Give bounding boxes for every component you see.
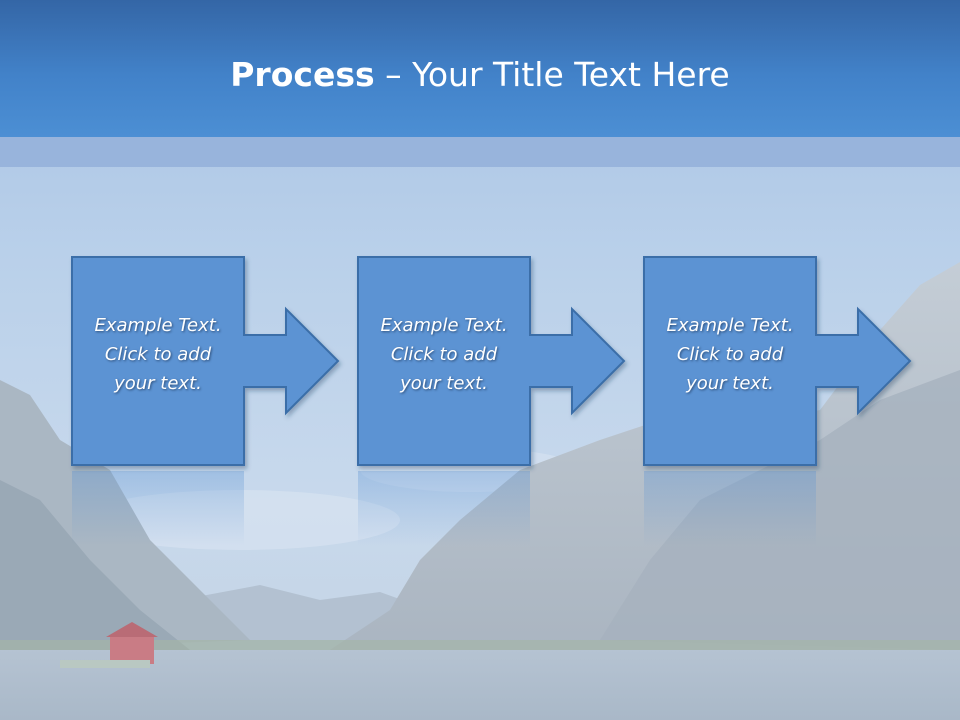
step-reflection	[358, 471, 530, 546]
step-text-line: Click to add	[676, 344, 784, 365]
red-house	[60, 622, 158, 668]
title-bold-text: Process	[230, 55, 375, 94]
step-text-line: Click to add	[104, 344, 212, 365]
process-step-3-shape[interactable]	[643, 256, 912, 466]
title-rest-text: – Your Title Text Here	[374, 55, 730, 94]
step-text-line: Click to add	[390, 344, 498, 365]
process-step-1-shape[interactable]	[71, 256, 340, 466]
step-text-line: your text.	[686, 373, 774, 394]
step-text-line: your text.	[114, 373, 202, 394]
step-reflection	[72, 471, 244, 546]
step-text-line: Example Text.	[666, 315, 794, 336]
title-bar	[0, 0, 960, 137]
step-text-line: Example Text.	[94, 315, 222, 336]
process-step-1-text[interactable]: Example Text. Click to add your text.	[73, 311, 243, 398]
step-text-line: your text.	[400, 373, 488, 394]
left-mountain-shadow	[0, 480, 190, 660]
fjord-water	[0, 650, 960, 720]
slide-title[interactable]: Process – Your Title Text Here	[0, 48, 960, 102]
process-step-2-shape[interactable]	[357, 256, 626, 466]
title-band	[0, 137, 960, 167]
step-reflection	[644, 471, 816, 546]
process-step-2-text[interactable]: Example Text. Click to add your text.	[359, 311, 529, 398]
process-step-3-text[interactable]: Example Text. Click to add your text.	[645, 311, 815, 398]
step-text-line: Example Text.	[380, 315, 508, 336]
